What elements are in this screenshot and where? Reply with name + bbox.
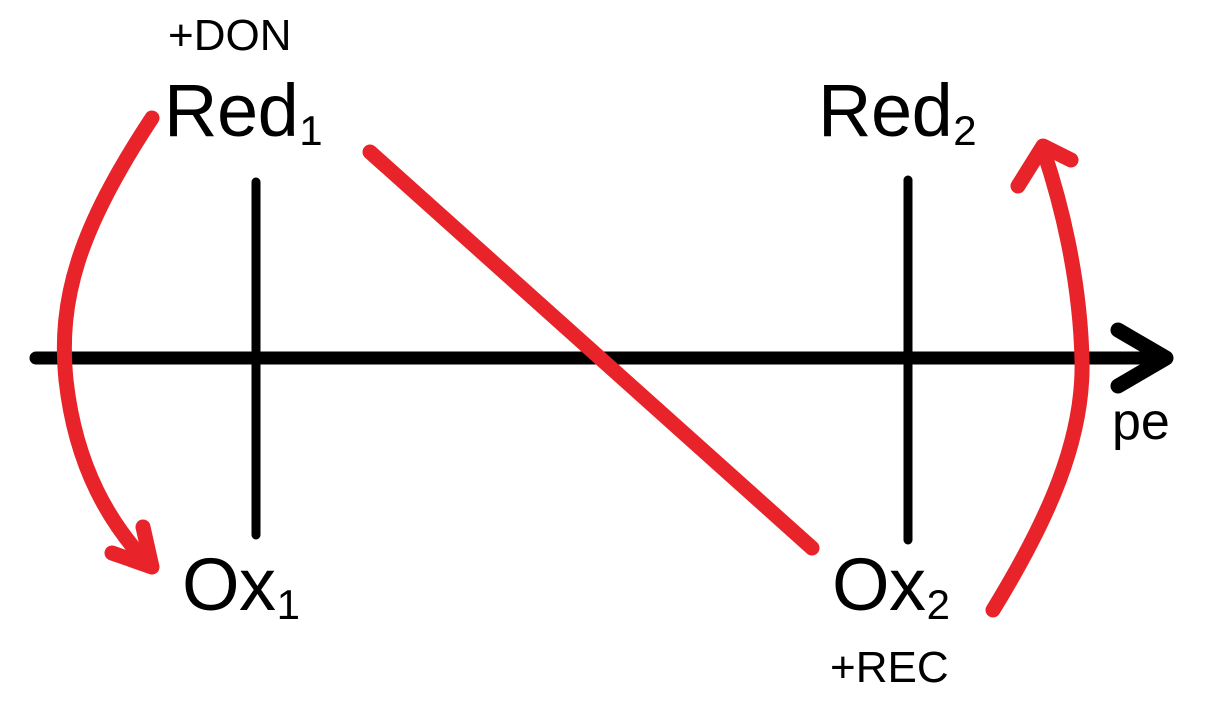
label-ox2: Ox2	[832, 548, 950, 626]
label-pe-axis: pe	[1112, 396, 1170, 448]
label-pe-text: pe	[1112, 393, 1170, 451]
arrow-red1-to-ox1-head	[104, 519, 160, 575]
electron-transfer-line	[362, 144, 820, 556]
label-ox1: Ox1	[182, 548, 300, 626]
label-red2-subscript: 2	[953, 107, 977, 154]
arrow-ox2-to-red2-shaft	[985, 144, 1090, 618]
label-rec-text: +REC	[830, 643, 949, 692]
label-red2-text: Red	[818, 69, 953, 152]
label-red2: Red2	[818, 74, 977, 152]
label-ox1-subscript: 1	[276, 581, 300, 628]
label-don-text: +DON	[168, 11, 292, 60]
arrow-red1-to-ox1-shaft	[56, 110, 160, 570]
arrow-ox2-to-red2	[985, 138, 1090, 618]
label-ox1-text: Ox	[182, 543, 276, 626]
arrow-red1-to-ox1	[56, 110, 160, 575]
pe-axis-arrowhead	[1110, 322, 1174, 394]
label-red1-text: Red	[164, 69, 299, 152]
label-red1-subscript: 1	[299, 107, 323, 154]
label-red1: Red1	[164, 74, 323, 152]
label-ox2-text: Ox	[832, 543, 926, 626]
label-don: +DON	[168, 14, 291, 58]
arrow-ox2-to-red2-head	[1010, 138, 1079, 194]
label-ox2-subscript: 2	[926, 581, 950, 628]
label-rec: +REC	[830, 646, 949, 690]
